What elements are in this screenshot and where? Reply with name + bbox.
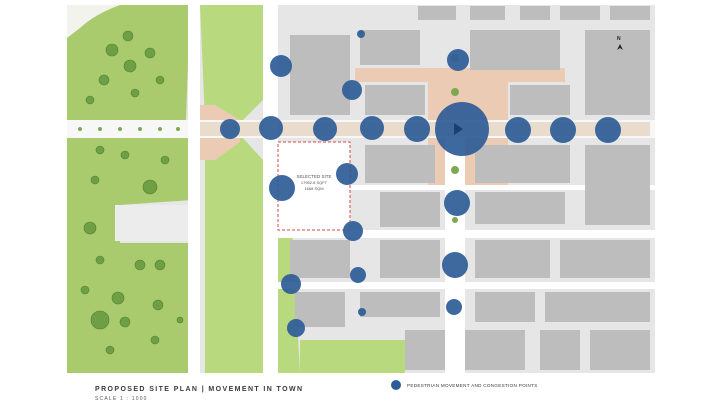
congestion-point: [357, 30, 365, 38]
plan-scale: SCALE 1 : 1000: [95, 396, 148, 402]
congestion-point: [360, 116, 384, 140]
park-trees: [80, 30, 184, 355]
congestion-point: [595, 117, 621, 143]
congestion-point: [313, 117, 337, 141]
congestion-point: [220, 119, 240, 139]
north-label: N: [617, 36, 621, 42]
play-icon: [454, 123, 463, 135]
legend: PEDESTRIAN MOVEMENT AND CONGESTION POINT…: [391, 380, 538, 390]
site-label-line-2: 17952.8 SQFT: [301, 180, 328, 185]
legend-label: PEDESTRIAN MOVEMENT AND CONGESTION POINT…: [407, 382, 538, 388]
congestion-point: [342, 80, 362, 100]
plan-title: PROPOSED SITE PLAN | MOVEMENT IN TOWN: [95, 386, 304, 393]
buildings: [290, 6, 650, 370]
site-label-line-1: SELECTED SITE: [296, 174, 331, 179]
congestion-point: [343, 221, 363, 241]
congestion-point: [442, 252, 468, 278]
congestion-point: [447, 49, 469, 71]
congestion-point: [270, 55, 292, 77]
north-arrow-icon: [617, 44, 623, 50]
congestion-point: [446, 299, 462, 315]
congestion-point: [281, 274, 301, 294]
congestion-point: [358, 308, 366, 316]
congestion-point: [287, 319, 305, 337]
congestion-point: [505, 117, 531, 143]
legend-marker: [391, 380, 401, 390]
congestion-point: [550, 117, 576, 143]
site-label-line-3: 1668 SQM: [304, 186, 323, 191]
congestion-point: [404, 116, 430, 142]
congestion-point: [444, 190, 470, 216]
congestion-point: [350, 267, 366, 283]
congestion-point: [336, 163, 358, 185]
congestion-point: [269, 175, 295, 201]
congestion-point: [259, 116, 283, 140]
